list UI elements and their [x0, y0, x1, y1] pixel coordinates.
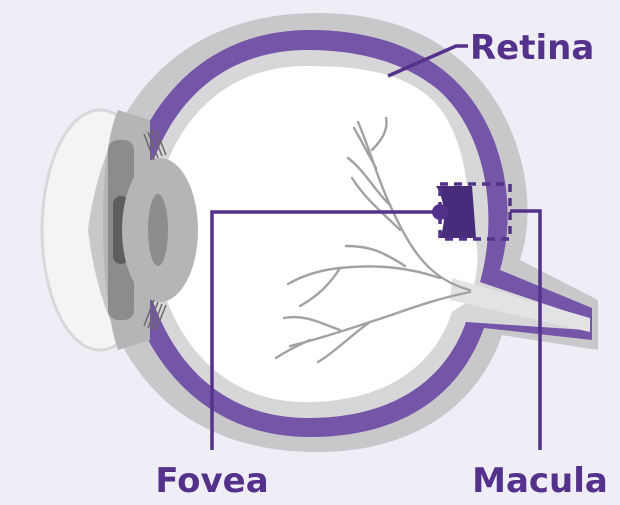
lens-highlight: [148, 194, 168, 266]
vitreous-body: [150, 66, 478, 402]
macula-label: Macula: [472, 461, 608, 501]
retina-label: Retina: [470, 28, 594, 68]
fovea-label: Fovea: [155, 461, 268, 501]
